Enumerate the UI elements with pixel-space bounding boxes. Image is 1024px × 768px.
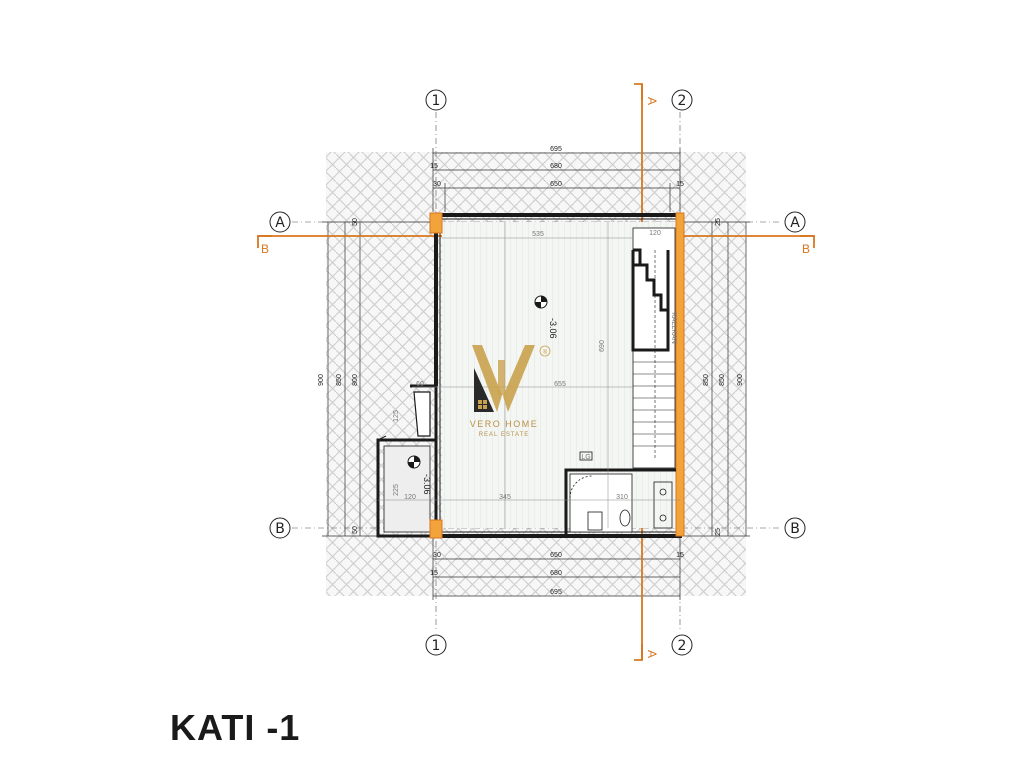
- stair-label: KALLKAN: [670, 312, 677, 344]
- dim-bottom-span: 345: [499, 494, 511, 501]
- dim-left-bottom-50: 50: [352, 526, 359, 534]
- dim-stair-width: 120: [649, 230, 661, 237]
- dim-right-top-25: 25: [715, 218, 722, 226]
- axis-bubble-b-left: [269, 517, 291, 539]
- brand-name: VERO HOME: [470, 419, 539, 429]
- level-side: -3.06: [422, 474, 432, 495]
- dim-right-bottom-25: 25: [715, 528, 722, 536]
- axis-bubble-a-left: [269, 211, 291, 233]
- dim-left-60: 60: [416, 381, 424, 388]
- axis-bubble-1-top: [425, 89, 447, 111]
- dim-top-small-15: 15: [430, 163, 438, 170]
- dim-bottom-left: 120: [404, 494, 416, 501]
- dim-bottom-inner: 650: [550, 552, 562, 559]
- dim-left-small: 225: [393, 484, 400, 496]
- columns: [429, 212, 685, 539]
- bottom-dimensions: [432, 538, 681, 600]
- section-a-bottom-label: A: [645, 650, 659, 658]
- section-b-right-label: B: [802, 242, 810, 256]
- axis-bubble-1-bottom: [425, 634, 447, 656]
- dim-bottom-small-15: 15: [430, 570, 438, 577]
- dim-bottom-small-30: 30: [433, 552, 441, 559]
- dim-left-top: 125: [393, 410, 400, 422]
- dim-top-mid: 680: [550, 163, 562, 170]
- dim-room-mid: 655: [554, 381, 566, 388]
- axis-label-1-top: 1: [432, 93, 441, 109]
- axis-bubble-b-right: [784, 517, 806, 539]
- section-a-top-label: A: [645, 97, 659, 105]
- staircase: [631, 227, 676, 469]
- dim-left-outer: 900: [318, 374, 325, 386]
- bathroom: [564, 451, 676, 536]
- dim-right-mid: 850: [719, 374, 726, 386]
- dim-top-inner: 650: [550, 181, 562, 188]
- axis-label-b-right: B: [790, 521, 800, 537]
- axis-label-b-left: B: [275, 521, 285, 537]
- axis-bubble-2-bottom: [671, 634, 693, 656]
- axis-bubble-a-right: [784, 211, 806, 233]
- axis-label-2-bottom: 2: [678, 638, 687, 654]
- brand-logo-mark: [472, 345, 551, 412]
- axis-label-a-right: A: [790, 215, 800, 231]
- dim-room-width: 535: [532, 231, 544, 238]
- dim-left-inner: 800: [352, 374, 359, 386]
- axis-bubble-2-top: [671, 89, 693, 111]
- axis-label-1-bottom: 1: [432, 638, 441, 654]
- dim-bottom-outer: 695: [550, 589, 562, 596]
- dim-left-mid: 850: [336, 374, 343, 386]
- dim-bottom-right: 310: [616, 494, 628, 501]
- floor-title: KATI -1: [170, 707, 301, 748]
- section-b-left-label: B: [261, 242, 269, 256]
- left-annex: [376, 384, 438, 538]
- dim-room-height: 690: [599, 340, 606, 352]
- dim-bottom-mid: 680: [550, 570, 562, 577]
- top-dimensions: [432, 148, 681, 212]
- level-main: -3.06: [548, 318, 558, 339]
- dim-top-right-15: 15: [676, 181, 684, 188]
- meter-label: LG: [581, 454, 590, 461]
- level-marker-main: [534, 295, 548, 309]
- dim-right-inner: 850: [703, 374, 710, 386]
- axis-label-2-top: 2: [678, 93, 687, 109]
- brand-sub: REAL ESTATE: [479, 432, 530, 438]
- axis-label-a-left: A: [275, 215, 285, 231]
- level-marker-side: [407, 455, 421, 469]
- brand-registered: ®: [543, 349, 548, 356]
- dim-top-small-30: 30: [433, 181, 441, 188]
- dim-right-outer: 900: [737, 374, 744, 386]
- dim-left-top-50: 50: [352, 218, 359, 226]
- dim-top-outer: 695: [550, 146, 562, 153]
